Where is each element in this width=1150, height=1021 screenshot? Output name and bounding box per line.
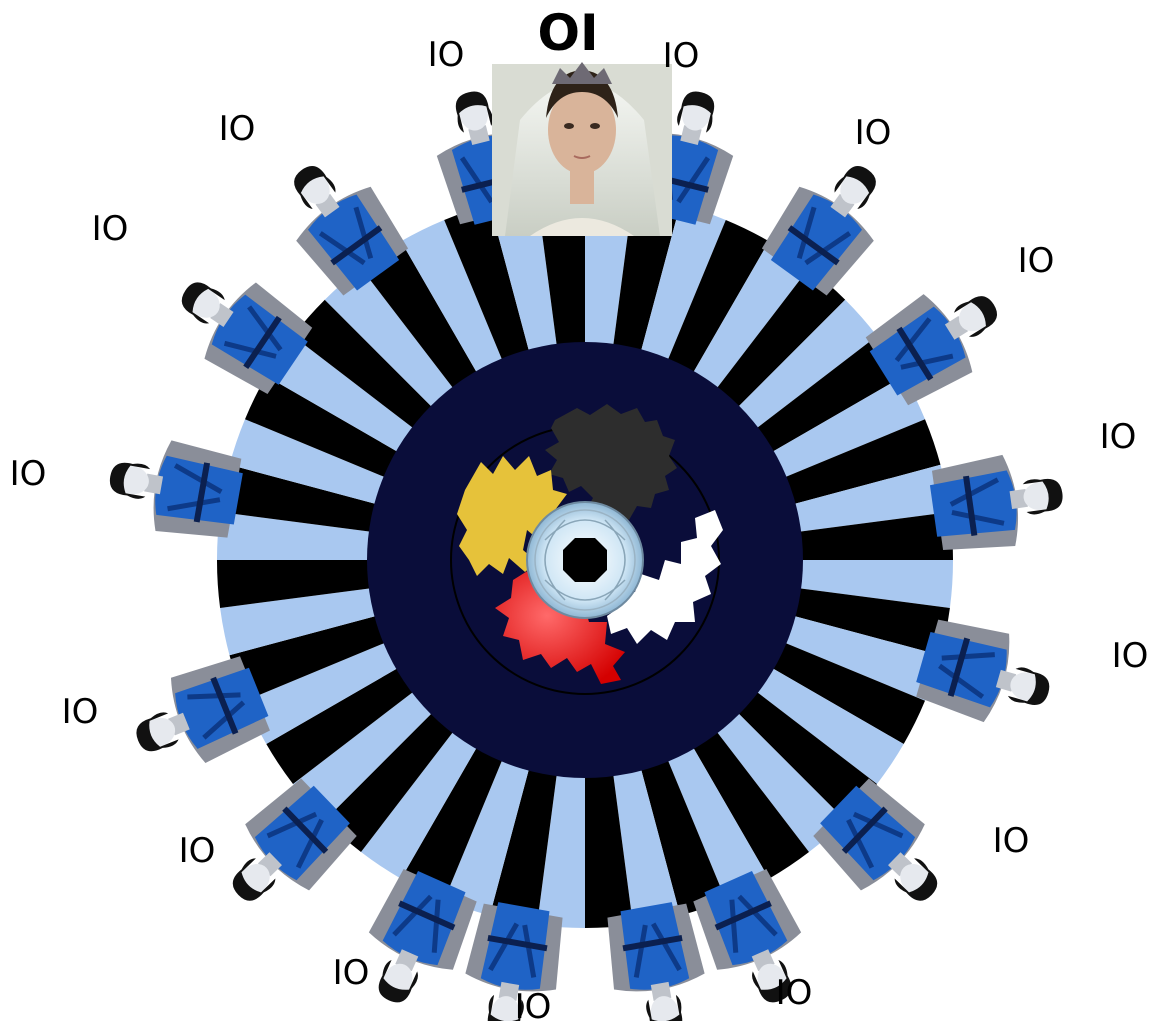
seat-label: IO xyxy=(855,113,892,153)
seat-label: IO xyxy=(333,953,370,993)
seat-label: IO xyxy=(1018,241,1055,281)
seat-label: IO xyxy=(92,209,129,249)
lady-portrait-icon xyxy=(492,62,672,236)
seat-label: IO xyxy=(428,35,465,75)
seat-label: IO xyxy=(219,109,256,149)
seat-label: IO xyxy=(663,36,700,76)
seat-label: IO xyxy=(179,831,216,871)
head-label: OI xyxy=(537,4,598,62)
seat-label: IO xyxy=(776,973,813,1013)
seat-label: IO xyxy=(993,821,1030,861)
knight-figure-icon xyxy=(102,431,246,544)
knight-figure-icon xyxy=(927,447,1069,556)
knight-figure-icon xyxy=(456,899,569,1021)
seat-label: IO xyxy=(62,692,99,732)
seat-label: IO xyxy=(10,454,47,494)
seat-label: IO xyxy=(515,987,552,1021)
center-hole xyxy=(563,538,607,582)
seat-label: IO xyxy=(1112,636,1149,676)
knight-figure-icon xyxy=(601,899,714,1021)
seat-label: IO xyxy=(1100,417,1137,457)
